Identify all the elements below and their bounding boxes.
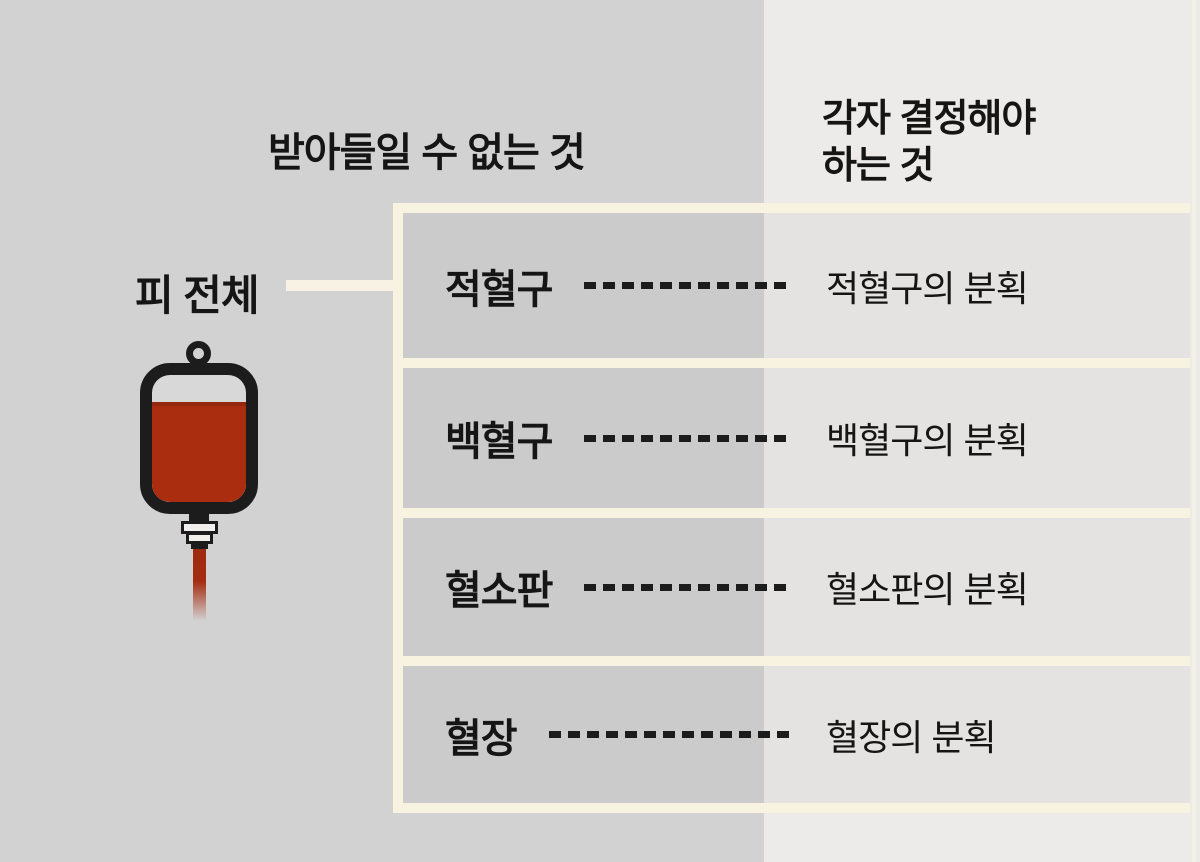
whole-blood-connector-line: [286, 280, 396, 291]
column-header-personal-decision: 각자 결정해야 하는 것: [822, 96, 1036, 190]
left-background-band: [0, 0, 764, 862]
dashed-connector: [548, 731, 790, 738]
right-edge-divider: [1192, 0, 1196, 862]
blood-bag-spout-base: [191, 541, 208, 549]
component-label: 혈장: [445, 716, 518, 761]
row-plasma: 혈장 혈장의 분획: [403, 656, 1190, 813]
fractions-table: 적혈구 적혈구의 분획 백혈구 백혈구의 분획 혈소판 혈소판의 분획 혈장 혈…: [393, 203, 1190, 813]
component-label: 혈소판: [445, 569, 553, 613]
whole-blood-label: 피 전체: [135, 272, 260, 319]
right-background-band: [764, 0, 1200, 862]
fraction-label: 적혈구의 분획: [826, 267, 1029, 309]
dashed-connector: [584, 282, 790, 289]
dashed-connector: [584, 434, 790, 442]
fraction-label: 백혈구의 분획: [826, 420, 1029, 461]
column-header-personal-decision-line1: 각자 결정해야: [822, 98, 1036, 140]
blood-bag-tube: [193, 549, 206, 621]
blood-bag-body: [140, 363, 258, 514]
column-header-unacceptable: 받아들일 수 없는 것: [268, 131, 586, 175]
column-header-personal-decision-line2: 하는 것: [822, 145, 934, 187]
blood-bag-hanger-ring: [186, 341, 211, 366]
blood-bag-fill: [152, 402, 246, 502]
fraction-label: 혈장의 분획: [826, 716, 997, 758]
dashed-connector: [584, 583, 790, 591]
fraction-label: 혈소판의 분획: [826, 569, 1029, 610]
row-white-cells: 백혈구 백혈구의 분획: [403, 358, 1190, 508]
component-label: 적혈구: [445, 267, 553, 312]
component-label: 백혈구: [445, 420, 553, 464]
row-red-cells: 적혈구 적혈구의 분획: [403, 203, 1190, 358]
row-platelets: 혈소판 혈소판의 분획: [403, 508, 1190, 656]
blood-bag-spout-neck: [189, 512, 209, 523]
